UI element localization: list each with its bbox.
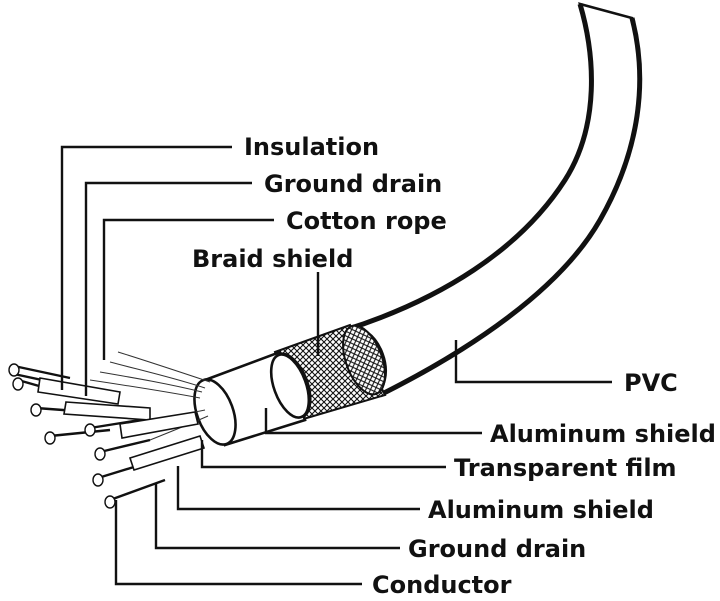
leader-lines (60, 145, 612, 586)
label-transparent-film: Transparent film (454, 454, 677, 482)
label-ground-drain-top: Ground drain (264, 170, 442, 198)
label-conductor: Conductor (372, 571, 512, 596)
label-aluminum-shield-inner: Aluminum shield (428, 496, 654, 524)
aluminum-shield-layer (193, 350, 311, 447)
label-cotton-rope: Cotton rope (286, 207, 447, 235)
conductor-wires (8, 363, 206, 509)
label-pvc: PVC (624, 369, 678, 397)
labels: Insulation Ground drain Cotton rope Brai… (192, 133, 716, 599)
label-insulation: Insulation (244, 133, 379, 161)
label-braid-shield: Braid shield (192, 245, 353, 273)
label-ground-drain-bottom: Ground drain (408, 535, 586, 563)
label-aluminum-shield-outer: Aluminum shield (490, 420, 716, 448)
